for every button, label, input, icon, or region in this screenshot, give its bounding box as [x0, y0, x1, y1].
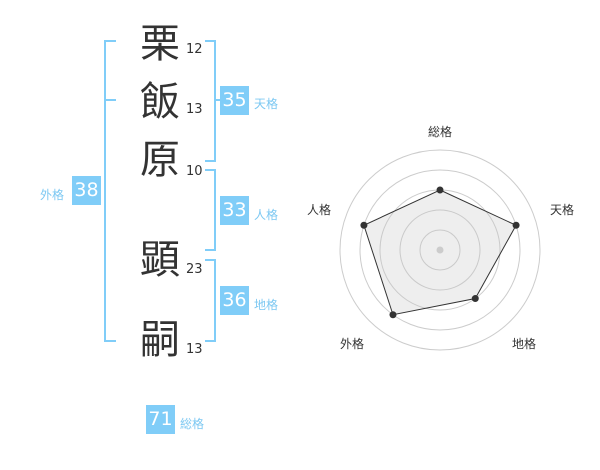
jinkaku-label: 人格: [254, 208, 279, 222]
radar-axis-label-tenkaku: 天格: [550, 203, 575, 217]
radar-point-2: [471, 295, 479, 303]
soukaku-label: 総格: [180, 417, 205, 431]
name-char-4: 顕: [140, 237, 180, 283]
stroke-count-4: 23: [186, 262, 203, 277]
radar-ring: [419, 229, 461, 271]
jinkaku-value: 33: [220, 196, 249, 225]
soukaku-value: 71: [146, 405, 175, 434]
gaikaku-value: 38: [72, 176, 101, 205]
tenkaku-bracket: [205, 40, 216, 162]
radar-point-1: [512, 221, 520, 229]
radar-ring: [339, 149, 541, 351]
tenkaku-label: 天格: [254, 97, 279, 111]
stroke-count-1: 12: [186, 42, 203, 57]
radar-ring: [399, 209, 481, 291]
radar-point-3: [389, 311, 397, 319]
stroke-count-5: 13: [186, 342, 203, 357]
radar-center: [436, 246, 444, 254]
radar-axis-label-chikaku: 地格: [512, 337, 537, 351]
gaikaku-bracket-tick: [104, 99, 116, 101]
radar-axis-label-gaikaku: 外格: [340, 337, 365, 351]
radar-point-0: [436, 186, 444, 194]
name-char-1: 栗: [140, 21, 180, 67]
radar-axis-label-jinkaku: 人格: [307, 203, 332, 217]
gaikaku-bracket: [104, 40, 116, 342]
chikaku-value: 36: [220, 286, 249, 315]
stroke-count-3: 10: [186, 164, 203, 179]
name-char-3: 原: [140, 137, 180, 183]
stroke-count-2: 13: [186, 102, 203, 117]
name-char-5: 嗣: [140, 317, 180, 363]
radar-point-4: [360, 221, 368, 229]
chikaku-bracket: [205, 259, 216, 342]
gaikaku-label: 外格: [40, 188, 65, 202]
tenkaku-value: 35: [220, 86, 249, 115]
jinkaku-bracket: [205, 169, 216, 251]
name-char-2: 飯: [140, 79, 180, 125]
chikaku-label: 地格: [254, 298, 279, 312]
radar-axis-label-soukaku: 総格: [428, 125, 453, 139]
radar-ring: [359, 169, 521, 331]
tenkaku-bracket-tick: [214, 99, 220, 101]
